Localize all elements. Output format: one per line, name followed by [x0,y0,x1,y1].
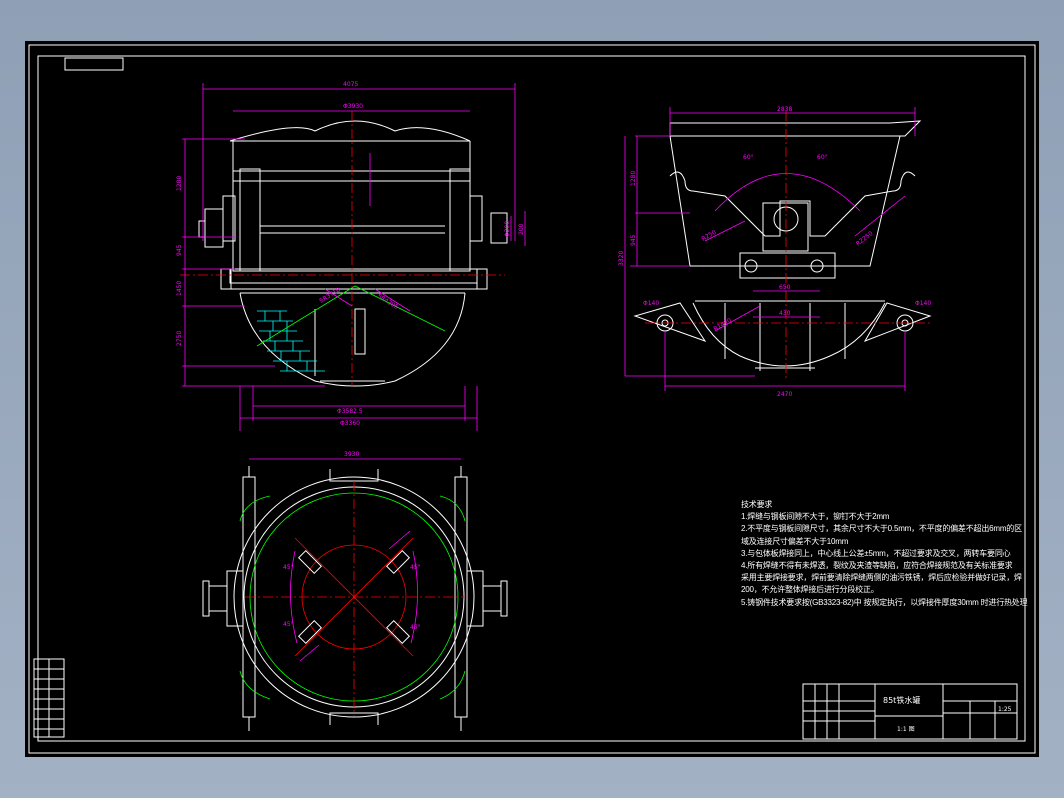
side-dim-ear-l: Φ140 [643,300,659,307]
front-dim-inner-width: Φ3930 [343,103,363,110]
side-dim-bottom: 2470 [777,391,792,398]
side-dim-r1: R250 [701,229,718,243]
notes-heading: 技术要求 [741,500,773,509]
corner-label-box [64,57,124,71]
side-dim-height-b: 3320 [618,251,625,266]
notes-line: 2.不平度与钢板间隙尺寸，其余尺寸不大于0.5mm，不平度的偏差不超出6mm的区 [741,524,1022,534]
notes-line: 域及连接尺寸偏差不大于10mm [741,536,849,546]
title-block-sheet: 1:1 图 [897,726,915,733]
front-view: 4075 Φ3930 1280 945 1450 2750 Φ200 200 S… [176,81,526,431]
side-dim-height-c: 945 [630,234,637,246]
side-dim-height-a: 1280 [630,171,637,186]
plan-view: 3930 45° 45° 45° 45° [202,451,508,731]
drawing-sheet: 4075 Φ3930 1280 945 1450 2750 Φ200 200 S… [25,41,1039,757]
plan-dim-angle-1: 45° [283,564,294,571]
side-view: 2838 1280 3320 945 60° 60° R250 R2250 R1… [618,106,932,398]
technical-notes: 技术要求 1.焊缝与钢板间隙不大于，铆钉不大于2mm 2.不平度与钢板间隙尺寸，… [741,499,1041,609]
side-dim-r2: R2250 [855,230,875,248]
front-dim-height-mid: 945 [176,244,183,256]
front-dim-height-upper: 1280 [176,176,183,191]
front-dim-small: 200 [518,223,525,235]
side-dim-angle-r: 60° [817,154,828,161]
notes-line: 3.与包体板焊接同上，中心线上公差±5mm，不超过要求及交叉，两转车要同心 [741,548,1011,558]
side-dim-ear-r: Φ140 [915,300,931,307]
notes-line: 采用主要焊接要求，焊前要清除焊缝两侧的油污铁锈，焊后应检验并做好记录，焊 [741,573,1022,583]
side-dim-span: 430 [779,310,791,317]
plan-dim-angle-4: 45° [410,624,421,631]
plan-dim-top: 3930 [344,451,359,458]
front-dim-radius-b: SR4395 [376,293,400,311]
notes-line: 5.铸钢件技术要求按(GB3323-82)中 按规定执行，以焊接件厚度30mm … [741,597,1028,607]
title-block: 85t铁水罐 1:1 图 1:25 [802,683,1018,740]
title-block-scale: 1:25 [998,706,1012,713]
revision-strip [33,658,65,738]
plan-dim-angle-3: 45° [283,621,294,628]
side-dim-angle-l: 60° [743,154,754,161]
notes-line: 200，不允许整体焊接后进行分段校正。 [741,585,879,595]
front-dim-trunnion: Φ200 [504,221,511,237]
side-dim-top-width: 2838 [777,106,792,113]
title-block-title: 85t铁水罐 [883,695,920,705]
cad-drawing: 4075 Φ3930 1280 945 1450 2750 Φ200 200 S… [28,44,1036,754]
front-dim-base-dia: Φ3582.5 [337,408,363,415]
front-dim-top-width: 4075 [343,81,358,88]
side-dim-r3: R1420 [713,317,733,333]
front-dim-height-bottom: 2750 [176,331,183,346]
plan-dim-angle-2: 45° [410,564,421,571]
outer-border [28,44,1036,754]
notes-line: 1.焊缝与钢板间隙不大于，铆钉不大于2mm [741,512,890,522]
side-dim-center: 650 [779,284,791,291]
front-dim-height-lower: 1450 [176,281,183,296]
inner-border [37,55,1026,742]
notes-line: 4.所有焊缝不得有未焊透，裂纹及夹渣等缺陷，应符合焊接规范及有关标准要求 [741,561,1013,571]
front-dim-base-width: Φ3360 [340,420,360,427]
